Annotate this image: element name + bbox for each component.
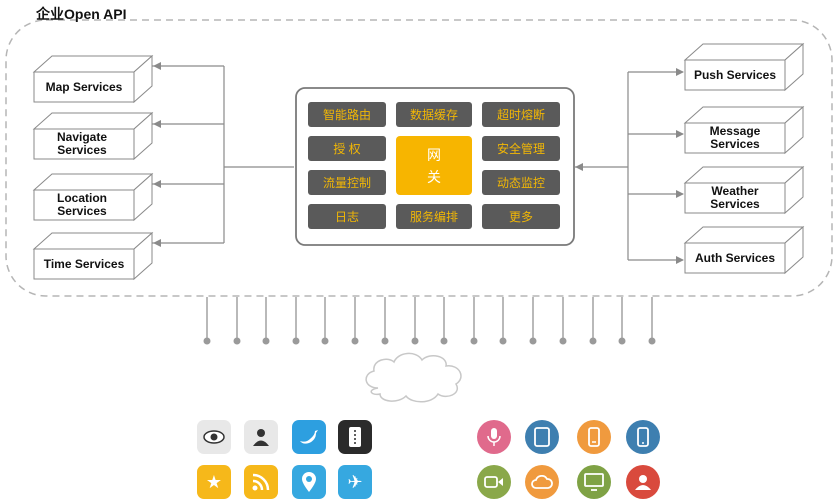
location-services-label: Location Services [57,191,107,218]
location-services-box [32,172,154,222]
map-services-label: Map Services [45,79,123,94]
time-services-label: Time Services [43,256,125,271]
gateway-authorization: 授 权 [308,136,386,161]
twitter-bird-icon [292,420,326,454]
gateway-data-cache: 数据缓存 [396,102,472,127]
push-services-box [683,42,805,92]
navigate-services-box [32,111,154,161]
phone-icon [577,420,611,454]
ticket-icon [338,420,372,454]
map-pin-icon [292,465,326,499]
enterprise-boundary [5,19,833,297]
airplane-icon: ✈ [338,465,372,499]
auth-services-label: Auth Services [694,250,776,265]
client-pins [206,297,653,339]
message-services-box [683,105,805,155]
diagram-title: 企业Open API [36,6,127,22]
gateway-timeout-circuit-breaker: 超时熔断 [482,102,560,127]
gateway-core-char-1: 网 [427,146,441,163]
video-camera-icon [477,465,511,499]
left-service-boxes [32,54,154,281]
weather-services-box [683,165,805,215]
tablet-icon [525,420,559,454]
message-services-label: Message Services [709,124,761,151]
star-icon: ★ [197,465,231,499]
left-connectors [152,65,294,244]
right-service-boxes [683,42,805,275]
person-icon [244,420,278,454]
mobile-icon [626,420,660,454]
gateway-security-management: 安全管理 [482,136,560,161]
weather-services-label: Weather Services [710,184,760,211]
gateway-core-char-2: 关 [427,168,441,185]
internet-cloud-icon [365,352,462,403]
time-services-box [32,231,154,281]
push-services-label: Push Services [693,67,777,82]
monitor-icon [577,465,611,499]
eye-icon [197,420,231,454]
right-connectors [575,71,683,261]
gateway-core: 网 关 [396,136,472,195]
gateway-logging: 日志 [308,204,386,229]
microphone-icon [477,420,511,454]
rss-icon [244,465,278,499]
auth-services-box [683,225,805,275]
gateway-more: 更多 [482,204,560,229]
user-icon [626,465,660,499]
right-arrowheads [575,68,684,264]
navigate-services-label: Navigate Services [56,130,108,157]
gateway-traffic-control: 流量控制 [308,170,386,195]
gateway-dynamic-monitoring: 动态监控 [482,170,560,195]
map-services-box [32,54,154,104]
gateway-service-orchestration: 服务编排 [396,204,472,229]
left-arrowheads [153,62,161,247]
gateway-smart-routing: 智能路由 [308,102,386,127]
client-pin-dots [203,337,656,345]
cloud-icon [525,465,559,499]
